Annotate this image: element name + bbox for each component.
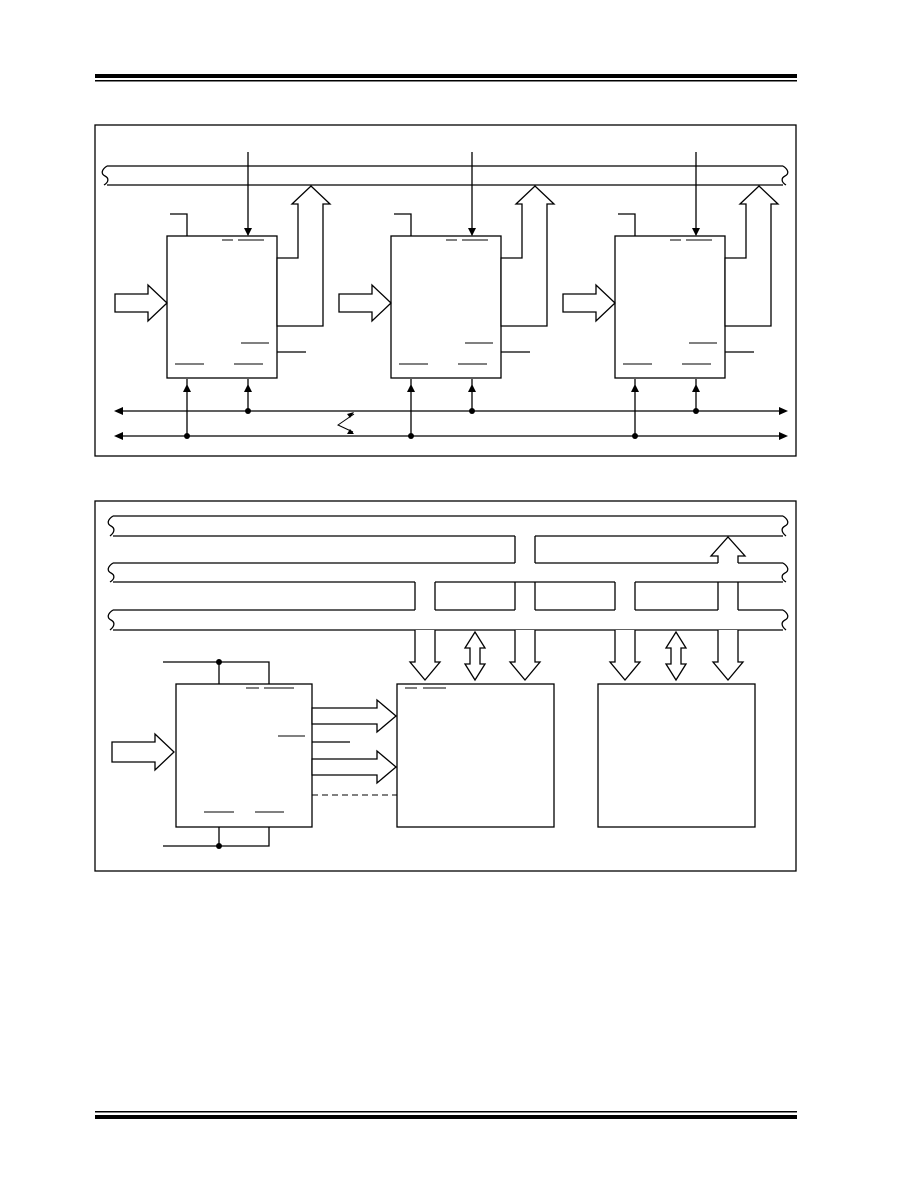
output-bus-arrow xyxy=(276,185,332,327)
input-arrow xyxy=(562,283,616,323)
top-bus xyxy=(101,165,789,186)
figure-top xyxy=(94,124,797,457)
bidir-arrow-m1 xyxy=(463,630,487,682)
down-arrow-m2-a xyxy=(608,630,642,682)
output-bus-arrow xyxy=(500,185,556,327)
output-arrow-2 xyxy=(311,749,398,785)
bus-1 xyxy=(107,515,789,537)
device-block-2 xyxy=(338,152,556,439)
bus-taps xyxy=(414,536,739,610)
output-bus-arrow xyxy=(724,185,780,327)
output-arrow-1 xyxy=(311,698,398,734)
header-rule xyxy=(95,74,797,82)
input-arrow xyxy=(338,283,392,323)
down-arrow-m1-a xyxy=(408,630,442,682)
figure-bottom xyxy=(94,500,797,872)
device-block-3 xyxy=(562,152,780,439)
input-arrow xyxy=(111,732,175,772)
up-arrow-m2 xyxy=(709,536,747,563)
bidir-arrow-m2 xyxy=(664,630,688,682)
bus-3 xyxy=(107,609,789,631)
memory-block-1 xyxy=(396,683,555,828)
down-arrow-m2-b xyxy=(711,630,745,682)
down-arrow-m1-b xyxy=(508,630,542,682)
controller-block xyxy=(111,659,398,849)
device-block-1 xyxy=(114,152,332,439)
horizontal-bus-lines xyxy=(114,407,788,440)
footer-rule xyxy=(95,1111,797,1119)
bus-2 xyxy=(107,562,789,583)
memory-block-2 xyxy=(597,683,756,828)
input-arrow xyxy=(114,283,168,323)
